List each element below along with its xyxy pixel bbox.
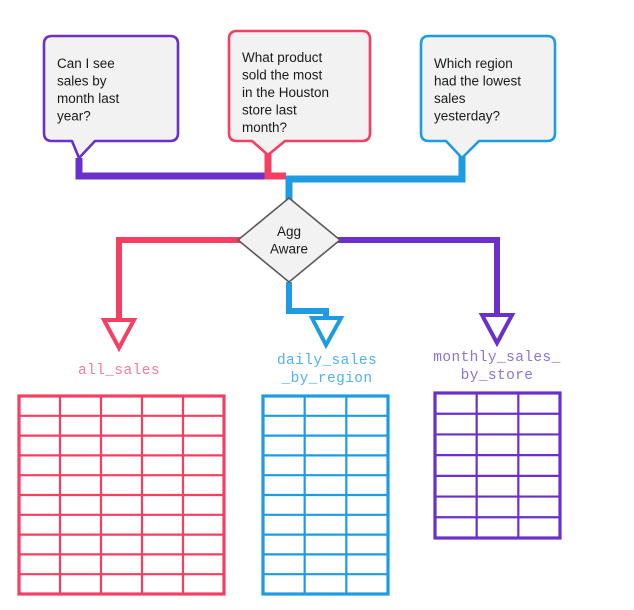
connector-purple-bottom bbox=[338, 237, 500, 314]
agg-aware-decision-node[interactable]: Agg Aware bbox=[236, 196, 342, 284]
table-grid-monthly-sales[interactable] bbox=[433, 391, 562, 540]
arrowhead-purple bbox=[478, 313, 516, 348]
bubble-shape-purple bbox=[42, 34, 180, 160]
bubble-shape-pink bbox=[227, 29, 372, 157]
table-outline bbox=[433, 391, 562, 540]
arrowhead-blue bbox=[308, 316, 345, 350]
label-all-sales-line-1: all_sales bbox=[78, 363, 160, 379]
bubble-2-line-4: store last bbox=[242, 103, 297, 118]
node-label-line-1: Agg bbox=[277, 224, 301, 239]
bubble-2-line-2: sold the most bbox=[242, 68, 323, 83]
connector-purple-top bbox=[75, 158, 286, 180]
connector-pink-bottom bbox=[116, 237, 240, 318]
speech-bubble-question-3[interactable]: Which region had the lowest sales yester… bbox=[419, 34, 557, 160]
label-daily-sales-line-1: daily_sales bbox=[277, 353, 377, 369]
table-label-daily-sales: daily_sales _by_region bbox=[277, 353, 377, 387]
connector-pink-top bbox=[264, 152, 286, 180]
table-label-monthly-sales: monthly_sales_ by_store bbox=[433, 350, 560, 384]
table-label-all-sales: all_sales bbox=[78, 363, 160, 379]
table-grid-daily-sales[interactable] bbox=[261, 394, 390, 596]
bubble-2-line-1: What product bbox=[242, 50, 323, 65]
bubble-3-line-3: sales bbox=[434, 91, 466, 106]
speech-bubble-question-2[interactable]: What product sold the most in the Housto… bbox=[227, 29, 372, 157]
connector-blue-bottom bbox=[286, 282, 329, 320]
bubble-2-line-5: month? bbox=[242, 120, 287, 135]
connector-group-bottom bbox=[100, 237, 516, 353]
bubble-3-line-1: Which region bbox=[434, 56, 513, 71]
bubble-1-line-2: sales by bbox=[57, 74, 107, 89]
bubble-shape-blue bbox=[419, 34, 557, 160]
label-monthly-sales-line-1: monthly_sales_ bbox=[433, 350, 560, 366]
bubble-3-line-2: had the lowest bbox=[434, 74, 521, 89]
connector-blue-top bbox=[285, 155, 466, 202]
arrowhead-pink bbox=[100, 318, 138, 353]
bubble-2-line-3: in the Houston bbox=[242, 85, 329, 100]
diamond-shape bbox=[236, 196, 342, 284]
node-label-line-2: Aware bbox=[270, 242, 308, 257]
bubble-1-line-3: month last bbox=[57, 91, 120, 106]
label-monthly-sales-line-2: by_store bbox=[461, 368, 534, 384]
bubble-1-line-4: year? bbox=[57, 109, 91, 124]
table-grid-all-sales[interactable] bbox=[17, 394, 226, 596]
bubble-1-line-1: Can I see bbox=[57, 56, 115, 71]
connector-group-top bbox=[75, 152, 466, 202]
bubble-3-line-4: yesterday? bbox=[434, 109, 500, 124]
speech-bubble-question-1[interactable]: Can I see sales by month last year? bbox=[42, 34, 180, 160]
label-daily-sales-line-2: _by_region bbox=[280, 371, 372, 387]
